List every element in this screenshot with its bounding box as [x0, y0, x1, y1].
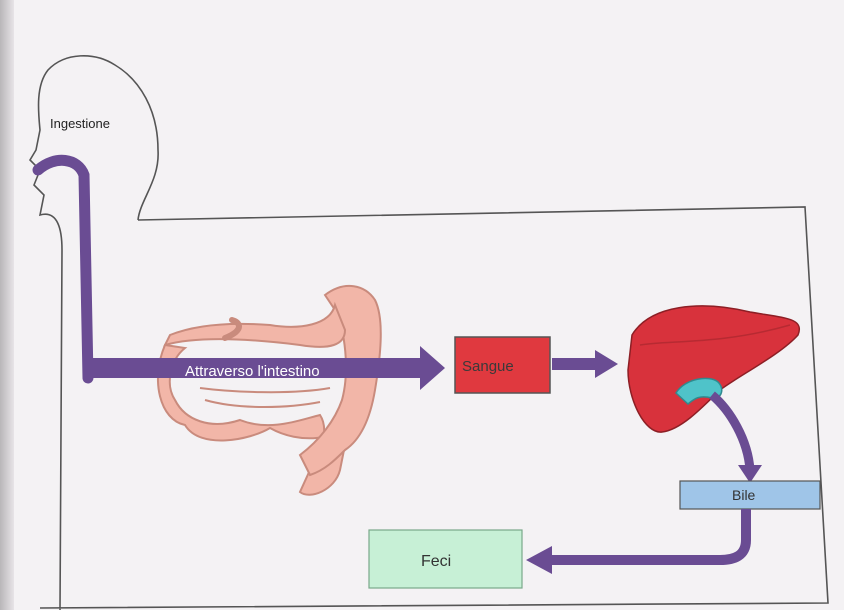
bile-to-feces-path [548, 509, 746, 560]
intestine-label: Attraverso l'intestino [185, 363, 320, 380]
intestine-icon [158, 286, 381, 495]
feces-label: Feci [421, 553, 451, 570]
liver-to-bile-arrowhead [738, 465, 762, 483]
ingestion-pathway [38, 160, 88, 378]
bile-to-feces-arrowhead [526, 546, 552, 574]
ingestion-label: Ingestione [50, 116, 110, 131]
bile-label: Bile [732, 487, 756, 503]
liver-icon [628, 306, 799, 432]
blood-label: Sangue [462, 358, 514, 375]
blood-to-liver-arrow [552, 350, 618, 378]
liver-to-bile-path [712, 395, 750, 470]
